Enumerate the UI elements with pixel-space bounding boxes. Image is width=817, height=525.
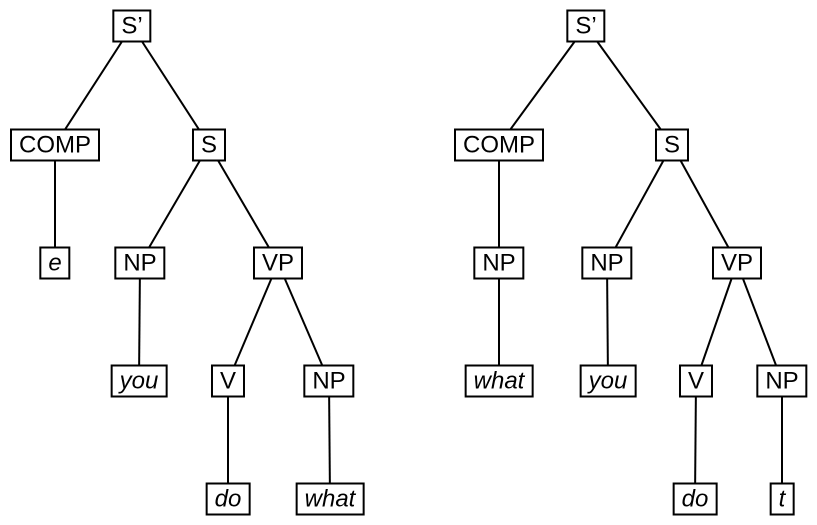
tree-edge-left-tree-vp-v: [227, 262, 279, 382]
tree-node-left-tree-np2: NP: [303, 364, 355, 398]
tree-node-right-tree-you: you: [579, 364, 637, 398]
tree-edge-left-tree-np2-what: [328, 380, 331, 500]
tree-edge-right-tree-vp-v: [695, 262, 738, 382]
tree-node-left-tree-np1: NP: [114, 246, 166, 280]
tree-edge-right-tree-s-np1: [606, 144, 673, 264]
tree-edge-right-tree-sbar-comp: [498, 25, 587, 146]
tree-edge-right-tree-s-vp: [671, 144, 738, 264]
tree-node-left-tree-you: you: [110, 364, 168, 398]
tree-edge-left-tree-s-vp: [208, 144, 279, 264]
tree-node-right-tree-sbar: S’: [566, 9, 606, 43]
tree-node-left-tree-do: do: [205, 482, 251, 516]
tree-edge-left-tree-s-np1: [139, 144, 210, 264]
tree-node-left-tree-v: V: [210, 364, 246, 398]
tree-node-right-tree-v: V: [678, 364, 714, 398]
tree-edge-right-tree-vp-np2: [736, 262, 783, 382]
tree-edge-right-tree-v-do: [694, 380, 697, 500]
tree-edge-left-tree-vp-np2: [277, 262, 330, 382]
tree-edge-right-tree-sbar-s: [585, 25, 673, 146]
tree-node-right-tree-comp: COMP: [454, 128, 544, 162]
tree-node-left-tree-comp: COMP: [10, 128, 100, 162]
tree-node-right-tree-what: what: [464, 364, 534, 398]
tree-node-right-tree-t: t: [769, 482, 795, 516]
tree-node-left-tree-e: e: [39, 246, 71, 280]
tree-edge-right-tree-np1-you: [606, 262, 609, 382]
tree-edge-left-tree-sbar-s: [131, 25, 210, 146]
tree-node-right-tree-np2: NP: [756, 364, 808, 398]
tree-node-right-tree-np1: NP: [581, 246, 633, 280]
tree-node-left-tree-s: S: [191, 128, 227, 162]
tree-node-right-tree-np0: NP: [473, 246, 525, 280]
tree-node-right-tree-do: do: [672, 482, 718, 516]
tree-node-right-tree-s: S: [654, 128, 690, 162]
tree-node-left-tree-sbar: S’: [112, 9, 152, 43]
tree-edge-left-tree-np1-you: [138, 262, 141, 382]
tree-edge-left-tree-sbar-comp: [54, 25, 133, 146]
tree-node-left-tree-vp: VP: [252, 246, 304, 280]
tree-node-right-tree-vp: VP: [711, 246, 763, 280]
tree-node-left-tree-what: what: [295, 482, 365, 516]
